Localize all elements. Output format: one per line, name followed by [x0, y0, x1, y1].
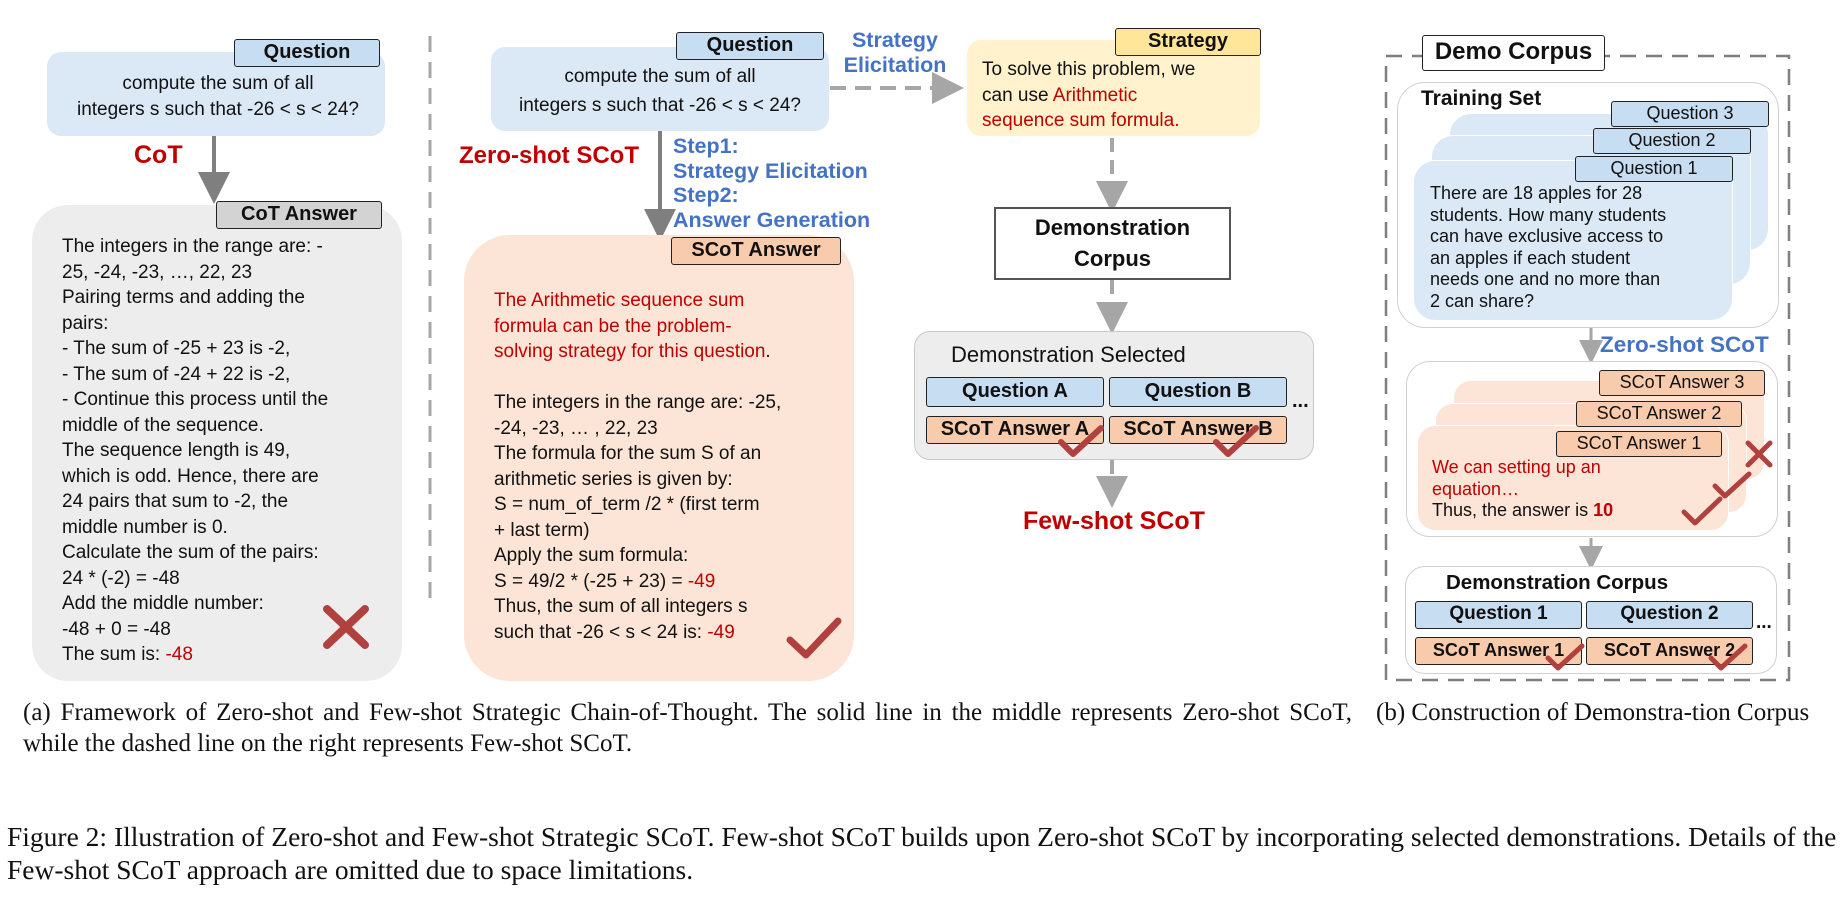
cot-label: CoT: [134, 141, 183, 169]
corpus-ellipsis: ...: [1756, 612, 1772, 633]
demonstration-selected-title: Demonstration Selected: [951, 342, 1186, 367]
demo-corpus-title: Demo Corpus: [1422, 35, 1605, 71]
zero-shot-label: Zero-shot SCoT: [459, 142, 639, 169]
check-icon: [786, 617, 842, 659]
cot-answer-text: The integers in the range are: - 25, -24…: [62, 234, 382, 668]
scot-answer-box: [464, 235, 854, 681]
strategy-tag: Strategy: [1115, 28, 1261, 56]
zero-shot-question-box: [491, 47, 829, 131]
training-question-1-tag: Question 1: [1575, 156, 1733, 182]
zero-shot-question-tag: Question: [676, 32, 824, 60]
check-icon: [1058, 425, 1104, 457]
training-question-text: There are 18 apples for 28 students. How…: [1430, 183, 1667, 311]
scot-answer-value-1: -49: [687, 570, 716, 592]
corpus-question-1-tag: Question 1: [1415, 601, 1582, 629]
training-question-2-tag: Question 2: [1593, 128, 1751, 154]
demo-corpus-frame: [1384, 54, 1791, 682]
strategy-text-plain: To solve this problem, we can use: [982, 59, 1196, 106]
scot-answer-3-tag: SCoT Answer 3: [1599, 370, 1765, 396]
scot-answer-2-tag: SCoT Answer 2: [1576, 401, 1742, 427]
check-icon: [1213, 425, 1259, 457]
cross-icon: [323, 605, 369, 649]
cot-question-text: compute the sum of all integers s such t…: [76, 73, 359, 120]
construction-zero-shot-label: Zero-shot SCoT: [1600, 332, 1769, 357]
cross-icon: [1745, 440, 1773, 468]
training-card-1: [1413, 160, 1733, 321]
corpus-answer-2-tag: SCoT Answer 2: [1586, 637, 1753, 665]
subcaption-b: (b) Construction of Demonstra-tion Corpu…: [1376, 699, 1810, 726]
question-a-tag: Question A: [926, 377, 1104, 407]
demo-selected-ellipsis: ...: [1292, 390, 1309, 412]
scot-answer-value-2: -49: [707, 621, 735, 643]
check-icon: [1708, 643, 1748, 671]
construction-answer-red: We can setting up an equation…: [1432, 457, 1601, 499]
demonstration-corpus-label: Demonstration Corpus: [1034, 215, 1191, 271]
strategy-elicitation-label: Strategy Elicitation: [843, 28, 947, 77]
answer-a-tag: SCoT Answer A: [926, 416, 1104, 444]
zero-shot-question-text: compute the sum of all integers s such t…: [518, 66, 801, 116]
construction-corpus-title: Demonstration Corpus: [1446, 571, 1669, 594]
check-icon: [1712, 471, 1752, 499]
few-shot-label: Few-shot SCoT: [1023, 507, 1205, 535]
cot-question-tag: Question: [234, 39, 380, 67]
construction-answer-plain: Thus, the answer is: [1432, 500, 1594, 520]
training-question-3-tag: Question 3: [1611, 101, 1769, 127]
scot-answer-strategy: The Arithmetic sequence sum formula can …: [494, 288, 834, 365]
subcaption-a: (a) Framework of Zero-shot and Few-shot …: [23, 699, 1352, 757]
scot-answer-body-2: Thus, the sum of all integers s such tha…: [494, 596, 748, 643]
zero-shot-steps: Step1: Strategy Elicitation Step2: Answe…: [673, 134, 871, 232]
strategy-box: [967, 40, 1260, 136]
scot-answer-tag: SCoT Answer: [671, 237, 841, 265]
strategy-text-red: Arithmetic sequence sum formula.: [982, 84, 1180, 132]
scot-answer-1-tag: SCoT Answer 1: [1556, 431, 1722, 457]
cot-answer-body: The integers in the range are: - 25, -24…: [62, 236, 329, 665]
strategy-text: To solve this problem, we can use Arithm…: [982, 57, 1252, 134]
cot-answer-value: -48: [165, 644, 193, 665]
cot-answer-tag: CoT Answer: [216, 201, 382, 229]
figure-caption: Figure 2: Illustration of Zero-shot and …: [7, 821, 1837, 885]
cot-answer-box: [32, 205, 402, 681]
construction-answer-text: We can setting up an equation… Thus, the…: [1432, 457, 1672, 522]
training-set-label: Training Set: [1421, 87, 1542, 110]
scot-strategy-period: .: [765, 341, 771, 362]
scot-answer-text: The integers in the range are: -25, -24,…: [494, 390, 839, 645]
corpus-answer-1-tag: SCoT Answer 1: [1415, 637, 1582, 665]
check-icon: [1681, 496, 1723, 526]
answer-b-tag: SCoT Answer B: [1109, 416, 1287, 444]
corpus-question-2-tag: Question 2: [1586, 601, 1753, 629]
scot-answer-body-1: The integers in the range are: -25, -24,…: [494, 392, 782, 592]
check-icon: [1545, 643, 1585, 671]
scot-strategy-text: The Arithmetic sequence sum formula can …: [494, 290, 766, 362]
construction-answer-value: 10: [1593, 500, 1614, 520]
demonstration-corpus-box: [994, 207, 1231, 280]
question-b-tag: Question B: [1109, 377, 1287, 407]
